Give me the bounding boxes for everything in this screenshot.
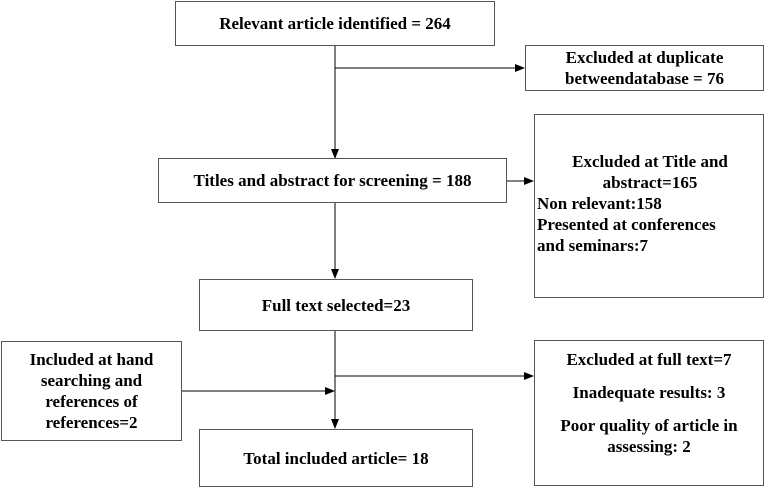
- full-text-selected-label: Full text selected=23: [261, 295, 411, 315]
- excluded-title-line5: and seminars:7: [537, 236, 648, 255]
- excluded-full-text-line2: Inadequate results: 3: [572, 383, 726, 402]
- excluded-duplicate-box: Excluded at duplicate betweendatabase = …: [525, 45, 764, 91]
- full-text-selected-box: Full text selected=23: [199, 279, 473, 331]
- excluded-duplicate-line2: betweendatabase = 76: [565, 69, 724, 88]
- excluded-full-text-box: Excluded at full text=7 Inadequate resul…: [534, 340, 764, 486]
- excluded-duplicate-line1: Excluded at duplicate: [565, 48, 724, 67]
- total-included-box: Total included article= 18: [199, 429, 473, 487]
- screening-label: Titles and abstract for screening = 188: [193, 171, 472, 190]
- hand-search-box: Included at hand searching and reference…: [1, 341, 182, 441]
- excluded-title-line1: Excluded at Title and: [572, 152, 728, 171]
- identified-label: Relevant article identified = 264: [219, 14, 451, 33]
- excluded-title-line2: abstract=165: [602, 173, 698, 192]
- total-included-label: Total included article= 18: [243, 448, 429, 468]
- hand-search-line1: Included at hand: [29, 350, 154, 369]
- excluded-full-text-line3: Poor quality of article in: [560, 416, 738, 435]
- screening-box: Titles and abstract for screening = 188: [158, 158, 507, 203]
- excluded-title-line4: Presented at conferences: [537, 215, 716, 234]
- hand-search-line4: references=2: [45, 413, 138, 432]
- excluded-title-abstract-box: Excluded at Title and abstract=165 Non r…: [534, 114, 764, 298]
- hand-search-line2: searching and: [40, 371, 143, 390]
- identified-box: Relevant article identified = 264: [175, 1, 495, 46]
- excluded-title-line3: Non relevant:158: [537, 194, 662, 213]
- hand-search-line3: references of: [45, 392, 138, 411]
- excluded-full-text-line1: Excluded at full text=7: [566, 350, 732, 369]
- excluded-full-text-line4: assessing: 2: [607, 437, 691, 456]
